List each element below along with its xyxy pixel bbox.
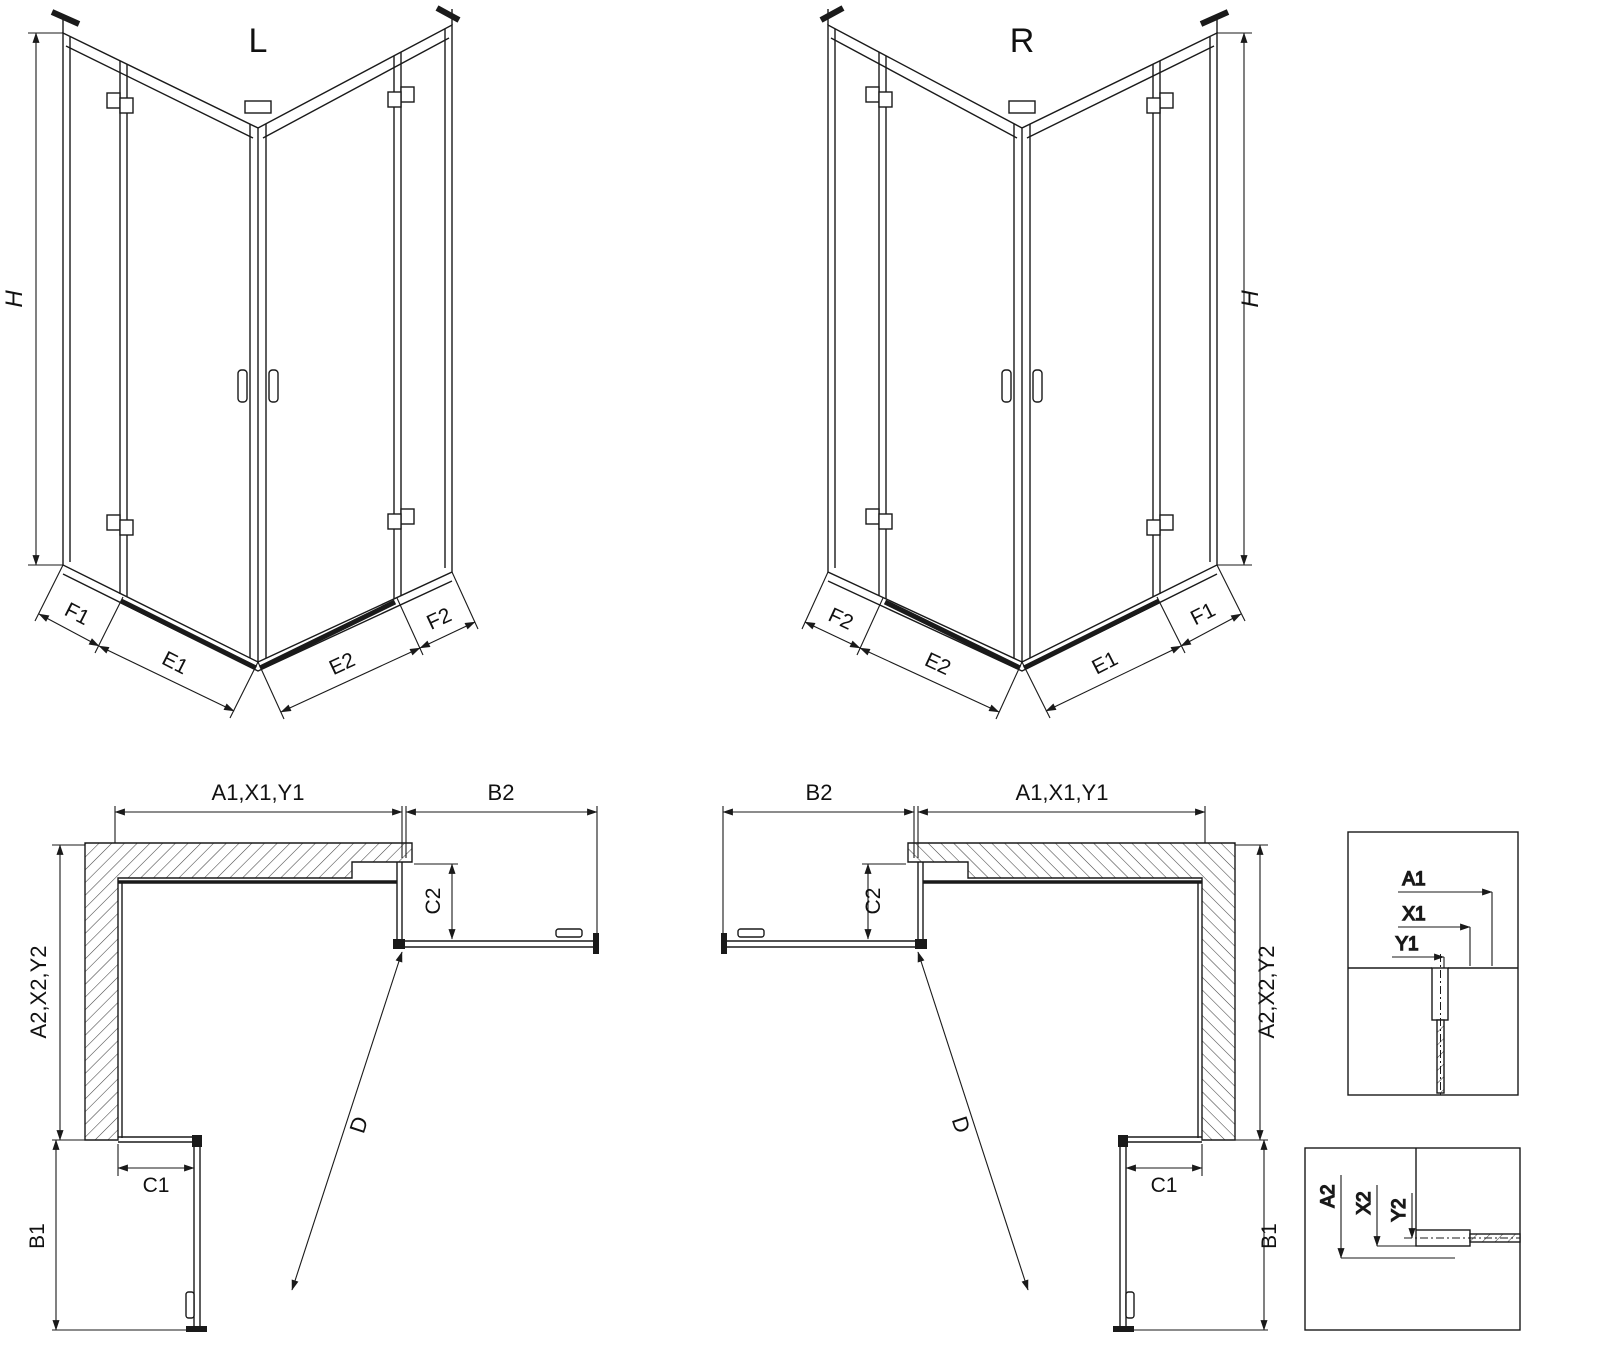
- enclosure-drawing-left: [28, 8, 478, 719]
- dim-label-e1: E1: [158, 647, 191, 679]
- dim-label-h: H: [1, 290, 28, 308]
- dim-label-d: D: [947, 1113, 976, 1136]
- dim-label-a1x1y1: A1,X1,Y1: [1016, 780, 1109, 805]
- dim-label-a2x2y2: A2,X2,Y2: [1254, 946, 1279, 1039]
- dim-label-f1: F1: [1187, 598, 1219, 630]
- dim-label-c1: C1: [143, 1174, 170, 1197]
- dim-label-b2: B2: [806, 780, 833, 805]
- detail-label-a1: A1: [1402, 869, 1425, 890]
- variant-label-l: L: [249, 22, 268, 60]
- dim-label-h: H: [1237, 290, 1264, 308]
- dim-label-c2: C2: [422, 888, 445, 915]
- detail-box-bottom: A2 X2 Y2: [1304, 1147, 1521, 1331]
- dim-label-f2: F2: [825, 604, 857, 635]
- dim-label-c2: C2: [862, 888, 885, 915]
- plan-drawing-right: [721, 806, 1268, 1332]
- dim-label-a2x2y2: A2,X2,Y2: [26, 946, 51, 1039]
- detail-label-x1: X1: [1402, 904, 1425, 925]
- plan-view-left: A1,X1,Y1 B2 A2,X2,Y2 C2 C1 B1 D: [26, 780, 599, 1332]
- enclosure-drawing-right: [802, 8, 1252, 719]
- dim-label-e2: E2: [326, 648, 359, 680]
- plan-view-right: B2 A1,X1,Y1 C2 A2,X2,Y2 C1 B1 D: [721, 780, 1281, 1332]
- dim-label-e2: E2: [921, 648, 954, 680]
- dim-label-c1: C1: [1151, 1174, 1178, 1197]
- iso-view-left: L H F1 E1 E2 F2: [1, 8, 478, 719]
- iso-view-right: R H F2 E2 E1 F1: [802, 8, 1264, 719]
- detail-label-a2: A2: [1318, 1184, 1339, 1207]
- dim-label-d: D: [345, 1113, 374, 1136]
- detail-label-y1: Y1: [1395, 934, 1418, 955]
- detail-label-x2: X2: [1354, 1191, 1375, 1214]
- dim-label-b1: B1: [1258, 1223, 1281, 1249]
- dim-label-e1: E1: [1088, 647, 1121, 679]
- dim-label-a1x1y1: A1,X1,Y1: [212, 780, 305, 805]
- dim-label-f2: F2: [423, 604, 455, 635]
- detail-frame: [1347, 831, 1519, 1096]
- plan-drawing-left: [52, 806, 599, 1332]
- dim-label-f1: F1: [61, 598, 93, 630]
- dim-label-b2: B2: [488, 780, 515, 805]
- variant-label-r: R: [1010, 22, 1035, 60]
- detail-label-y2: Y2: [1389, 1198, 1410, 1221]
- detail-box-top: A1 X1 Y1: [1347, 831, 1519, 1096]
- dim-label-b1: B1: [26, 1223, 49, 1249]
